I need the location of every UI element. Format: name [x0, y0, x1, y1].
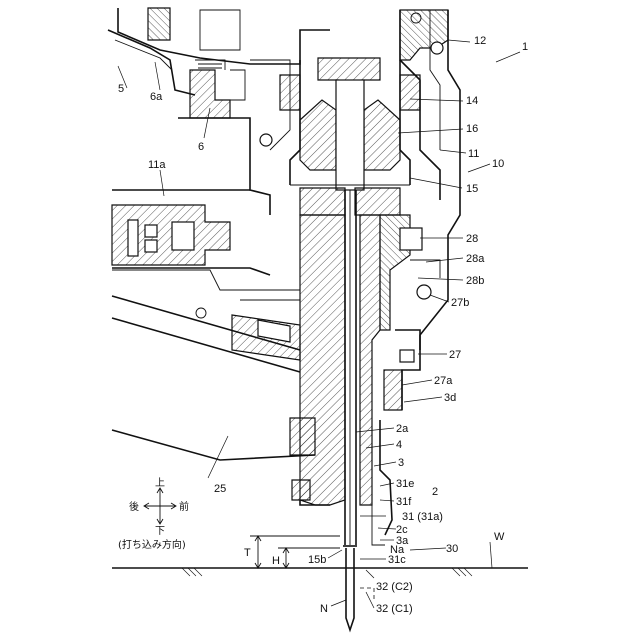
label-28a: 28a	[466, 253, 485, 265]
handle-section	[108, 8, 290, 150]
label-31c: 31c	[388, 554, 406, 566]
label-31: 31 (31a)	[402, 511, 443, 523]
label-14: 14	[466, 95, 478, 107]
nail-fastener	[343, 546, 374, 630]
label-27b: 27b	[451, 297, 469, 309]
label-27: 27	[449, 349, 461, 361]
direction-front: 前	[179, 500, 189, 513]
label-15: 15	[466, 183, 478, 195]
label-31e: 31e	[396, 478, 414, 490]
magazine	[112, 296, 315, 500]
label-3: 3	[398, 457, 404, 469]
label-11a: 11a	[148, 159, 166, 171]
label-1: 1	[522, 41, 528, 53]
nose-assembly	[300, 190, 440, 545]
label-4: 4	[396, 439, 402, 451]
label-11: 11	[468, 148, 479, 160]
label-6: 6	[198, 141, 204, 153]
label-32-c2: 32 (C2)	[376, 581, 413, 593]
dimension-lines	[250, 536, 340, 568]
label-6a: 6a	[150, 91, 163, 103]
label-28b: 28b	[466, 275, 484, 287]
label-2: 2	[432, 486, 438, 498]
direction-down: 下	[155, 526, 165, 537]
label-15b: 15b	[308, 554, 326, 566]
label-3d: 3d	[444, 392, 456, 404]
label-28: 28	[466, 233, 478, 245]
label-25: 25	[214, 483, 226, 495]
direction-up: 上	[155, 477, 165, 489]
direction-indicator	[144, 488, 176, 524]
housing-middle	[112, 130, 300, 290]
label-H: H	[272, 555, 280, 567]
label-27a: 27a	[434, 375, 453, 387]
label-32-c1: 32 (C1)	[376, 603, 413, 615]
workpiece	[112, 568, 528, 576]
label-2a: 2a	[396, 423, 409, 435]
label-W: W	[494, 531, 505, 543]
label-30: 30	[446, 543, 458, 555]
direction-rear: 後	[129, 500, 139, 513]
label-16: 16	[466, 123, 478, 135]
label-10: 10	[492, 158, 504, 170]
direction-note: (打ち込み方向)	[118, 538, 186, 551]
label-5: 5	[118, 83, 124, 95]
label-12: 12	[474, 35, 486, 47]
label-N: N	[320, 603, 328, 615]
label-31f: 31f	[396, 496, 412, 508]
label-T: T	[244, 547, 251, 559]
